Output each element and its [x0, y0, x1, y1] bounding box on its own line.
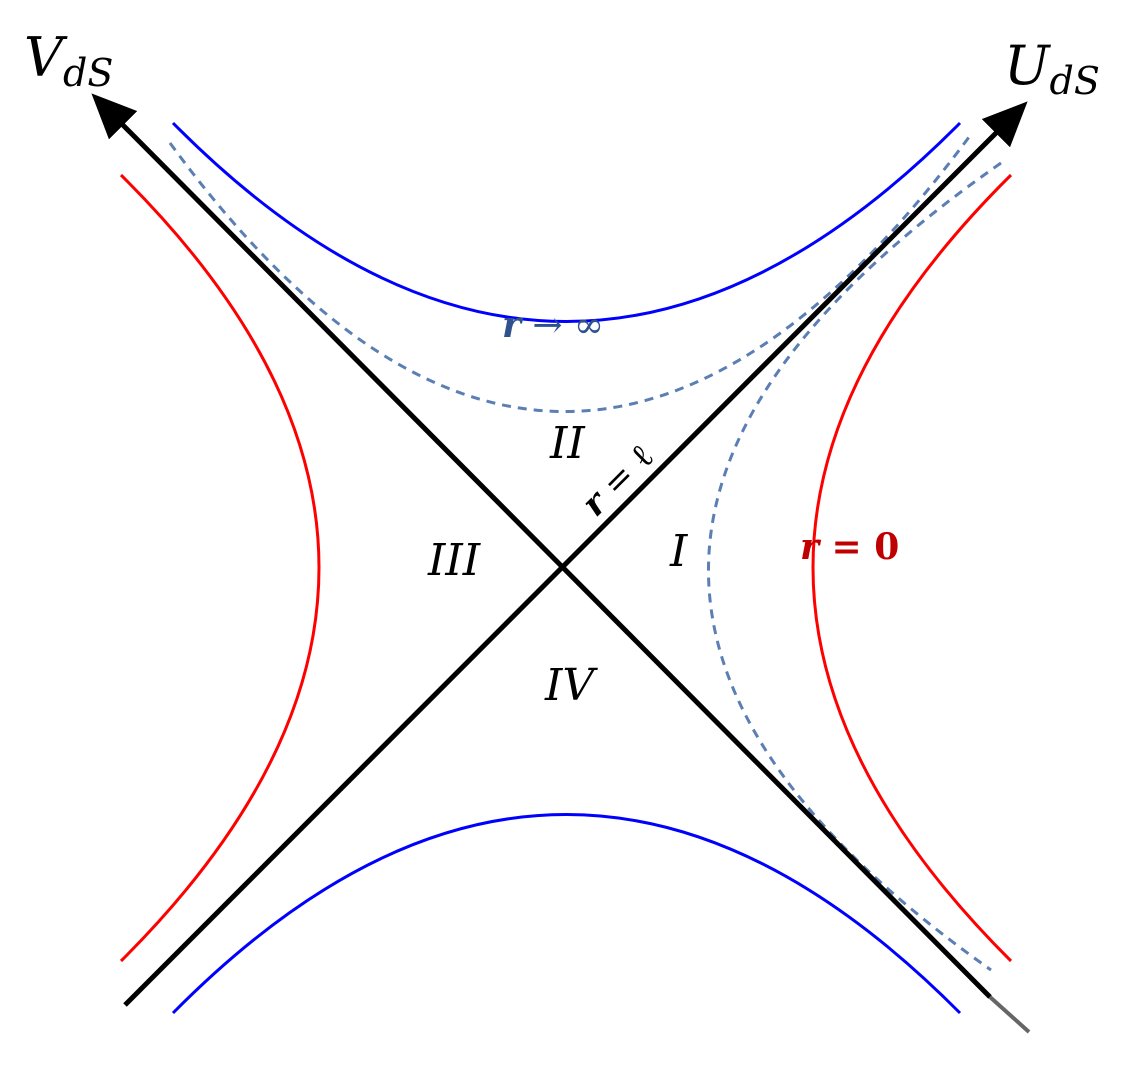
v-ds-axis-label: VdS	[24, 26, 113, 95]
u-ds-axis-line	[123, 101, 1028, 1007]
r-zero-label: r = 0	[800, 526, 899, 568]
r-infinity-curve-top	[171, 121, 962, 323]
r-infinity-curve-bottom	[171, 813, 962, 1015]
region-label-three: III	[427, 535, 482, 586]
r-zero-curve-right	[811, 173, 1013, 963]
r-infinity-label: r → ∞	[502, 304, 604, 346]
region-label-one: I	[669, 526, 689, 577]
dashed-curve-top	[168, 132, 974, 413]
r-zero-curve-left	[119, 173, 321, 963]
region-label-two: II	[549, 418, 586, 469]
u-ds-axis-label: UdS	[1004, 34, 1100, 103]
v-ds-axis-line	[91, 93, 992, 999]
region-label-four: IV	[544, 660, 598, 711]
dashed-curve-right	[707, 161, 1002, 972]
v-ds-axis-tail	[988, 995, 1031, 1034]
